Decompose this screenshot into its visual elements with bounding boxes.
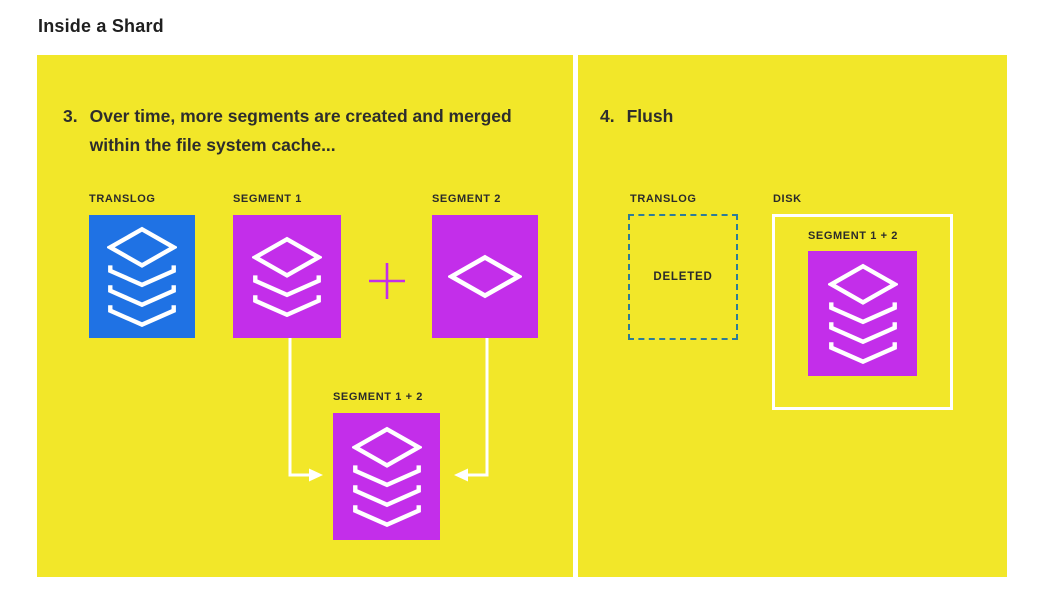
step-4-number: 4. bbox=[600, 106, 615, 126]
step-3-number: 3. bbox=[63, 106, 78, 126]
translog-deleted-box: DELETED bbox=[628, 214, 738, 340]
arrow-from-segment-1 bbox=[288, 338, 309, 477]
segment-2-box bbox=[432, 215, 538, 338]
panel-step-4-flush: 4. Flush TRANSLOG DELETED DISK SEGMENT 1… bbox=[578, 55, 1007, 577]
plus-icon bbox=[369, 263, 405, 299]
segment-1-2-box bbox=[333, 413, 440, 540]
disk-box: SEGMENT 1 + 2 bbox=[772, 214, 953, 410]
layers-stack-icon bbox=[351, 426, 422, 527]
deleted-status: DELETED bbox=[653, 271, 713, 283]
panel-step-3-merge: 3. Over time, more segments are created … bbox=[37, 55, 573, 577]
layers-stack-icon bbox=[827, 263, 898, 364]
step-4-text: Flush bbox=[626, 106, 674, 126]
disk-label: DISK bbox=[773, 193, 802, 205]
arrowhead-right-icon bbox=[309, 468, 323, 482]
segment-1-2-label: SEGMENT 1 + 2 bbox=[808, 230, 899, 242]
page-title: Inside a Shard bbox=[38, 16, 164, 36]
segment-1-box bbox=[233, 215, 341, 338]
arrow-from-segment-2 bbox=[468, 338, 489, 477]
translog-box bbox=[89, 215, 195, 338]
step-3-heading: 3. Over time, more segments are created … bbox=[63, 102, 530, 160]
layer-diamond-icon bbox=[448, 254, 522, 299]
layers-stack-icon bbox=[107, 226, 177, 327]
arrowhead-left-icon bbox=[454, 468, 468, 482]
segment-1-2-box bbox=[808, 251, 917, 376]
translog-label: TRANSLOG bbox=[630, 193, 697, 205]
step-4-heading: 4. Flush bbox=[600, 102, 673, 131]
step-3-text: Over time, more segments are created and… bbox=[89, 106, 512, 155]
layers-stack-icon bbox=[252, 236, 322, 317]
segment-1-2-label: SEGMENT 1 + 2 bbox=[333, 391, 424, 403]
segment-1-label: SEGMENT 1 bbox=[233, 193, 302, 205]
translog-label: TRANSLOG bbox=[89, 193, 156, 205]
segment-2-label: SEGMENT 2 bbox=[432, 193, 501, 205]
